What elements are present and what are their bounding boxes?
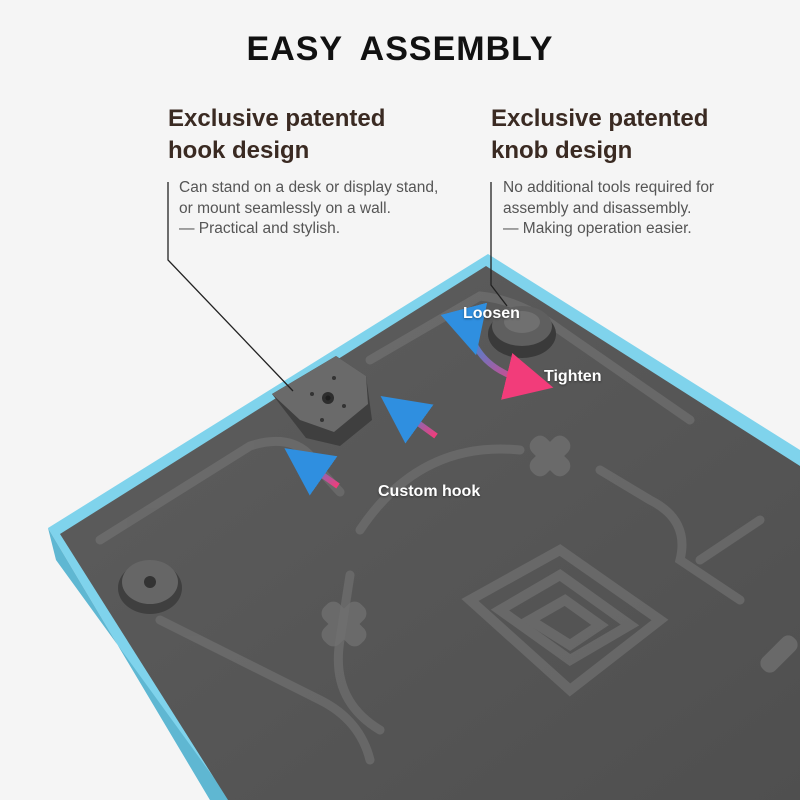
plus-shapes xyxy=(321,435,798,673)
knob-heading: Exclusive patented knob design xyxy=(491,103,708,167)
knob-heading-line1: Exclusive patented xyxy=(491,105,709,132)
hook-block xyxy=(272,356,372,446)
hook-description: Can stand on a desk or display stand, or… xyxy=(179,178,438,240)
hook-desc-line1: Can stand on a desk or display stand, xyxy=(179,179,439,196)
hook-heading: Exclusive patented hook design xyxy=(168,103,385,167)
leader-lines xyxy=(167,182,508,392)
knob-heading-line2: knob design xyxy=(491,137,633,164)
hook-desc-line3: — Practical and stylish. xyxy=(179,220,341,237)
tighten-label: Tighten xyxy=(544,368,602,385)
rotation-arrows xyxy=(440,302,554,400)
knob-desc-line2: assembly and disassembly. xyxy=(503,199,692,217)
hook-heading-line1: Exclusive patented xyxy=(168,105,386,132)
loosen-label: Loosen xyxy=(463,305,520,322)
corner-knob xyxy=(118,560,182,614)
custom-hook-label: Custom hook xyxy=(378,483,481,500)
hook-desc-line2: or mount seamlessly on a wall. xyxy=(179,199,391,217)
knob-desc-line3: — Making operation easier. xyxy=(503,220,692,237)
hook-arrows xyxy=(284,395,438,496)
page-title: EASY ASSEMBLY xyxy=(246,30,554,68)
knob-description: No additional tools required for assembl… xyxy=(503,178,714,240)
hook-heading-line2: hook design xyxy=(168,137,310,164)
maze-pattern xyxy=(461,544,669,697)
knob-desc-line1: No additional tools required for xyxy=(503,179,715,196)
